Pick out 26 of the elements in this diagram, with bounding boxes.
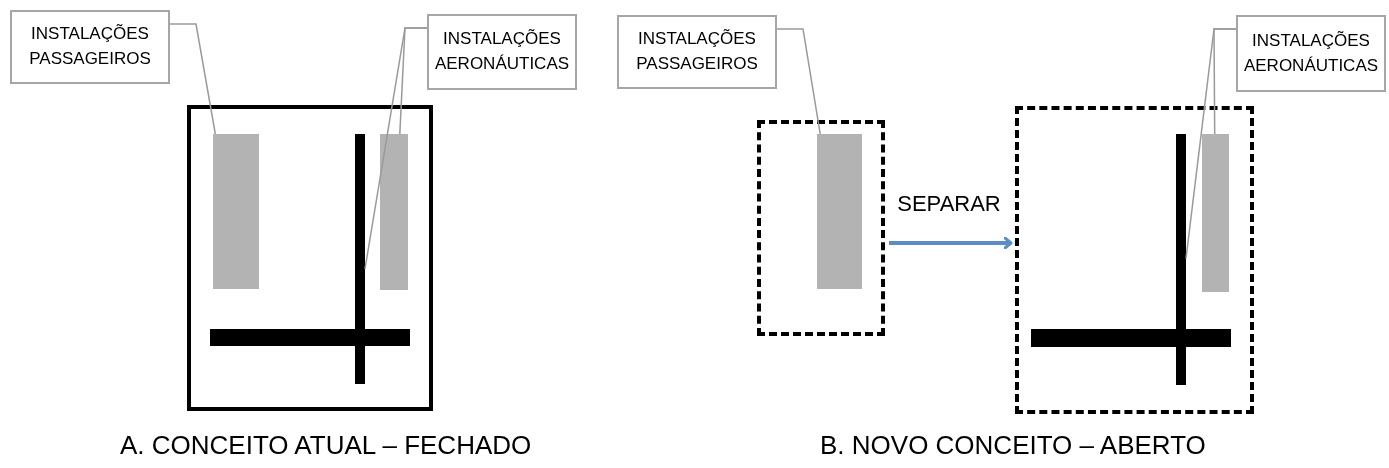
- leader-line: [776, 28, 821, 135]
- building-block: [380, 134, 408, 290]
- callout-text: INSTALAÇÕES AERONÁUTICAS: [1242, 29, 1380, 77]
- runway-bar: [1176, 134, 1186, 385]
- callout-box: [1236, 15, 1386, 92]
- arrow: [889, 236, 1013, 250]
- callout-box: [617, 15, 777, 89]
- callout-box: [10, 10, 170, 84]
- dashed-enclosure-frame: [757, 120, 885, 336]
- callout-box: [427, 14, 577, 90]
- dashed-enclosure-frame: [1015, 106, 1254, 414]
- building-block: [817, 134, 862, 289]
- callout-text: INSTALAÇÕES AERONÁUTICAS: [433, 28, 571, 75]
- caption-text: B. NOVO CONCEITO – ABERTO: [820, 432, 1206, 458]
- runway-bar: [1031, 329, 1231, 347]
- callout-text: INSTALAÇÕES PASSAGEIROS: [28, 23, 152, 70]
- building-block: [1202, 134, 1229, 292]
- caption-text: A. CONCEITO ATUAL – FECHADO: [120, 432, 532, 458]
- runway-bar: [355, 134, 365, 384]
- leader-line: [169, 23, 217, 135]
- building-block: [213, 134, 259, 289]
- runway-bar: [210, 329, 410, 346]
- enclosure-frame: [187, 105, 433, 411]
- leader-line: [399, 27, 428, 135]
- leader-line: [1213, 28, 1237, 135]
- callout-text: INSTALAÇÕES PASSAGEIROS: [635, 28, 759, 75]
